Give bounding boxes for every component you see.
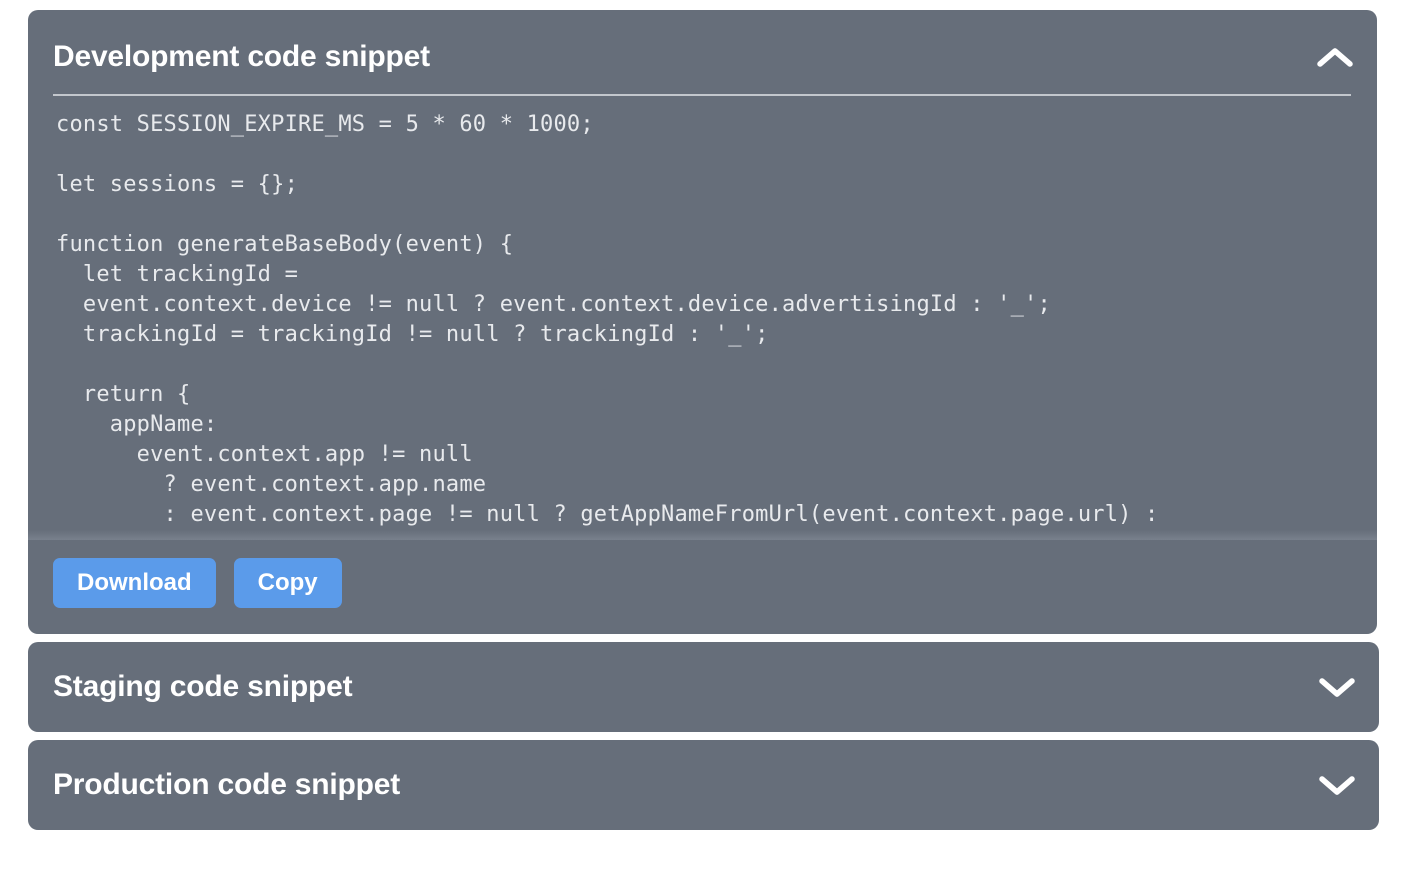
panel-title-staging: Staging code snippet xyxy=(53,670,353,703)
panel-header-production[interactable]: Production code snippet xyxy=(28,740,1379,830)
chevron-up-icon[interactable] xyxy=(1315,37,1355,77)
download-button[interactable]: Download xyxy=(53,558,216,608)
panel-header-development[interactable]: Development code snippet xyxy=(28,10,1377,104)
copy-button[interactable]: Copy xyxy=(233,558,342,608)
chevron-down-icon[interactable] xyxy=(1317,765,1357,805)
panel-staging-code-snippet: Staging code snippet xyxy=(28,642,1379,732)
header-divider xyxy=(53,94,1351,96)
code-scroll-area[interactable]: const SESSION_EXPIRE_MS = 5 * 60 * 1000;… xyxy=(28,110,1377,540)
panel-title-production: Production code snippet xyxy=(53,768,401,801)
panel-development-code-snippet: Development code snippet const SESSION_E… xyxy=(28,10,1377,634)
panel-header-staging[interactable]: Staging code snippet xyxy=(28,642,1379,732)
code-actions: Download Copy xyxy=(28,540,1377,634)
code-block-container: const SESSION_EXPIRE_MS = 5 * 60 * 1000;… xyxy=(28,110,1377,540)
panel-production-code-snippet: Production code snippet xyxy=(28,740,1379,830)
code-development: const SESSION_EXPIRE_MS = 5 * 60 * 1000;… xyxy=(56,112,1159,527)
panel-title-development: Development code snippet xyxy=(53,40,430,73)
chevron-down-icon[interactable] xyxy=(1317,667,1357,707)
